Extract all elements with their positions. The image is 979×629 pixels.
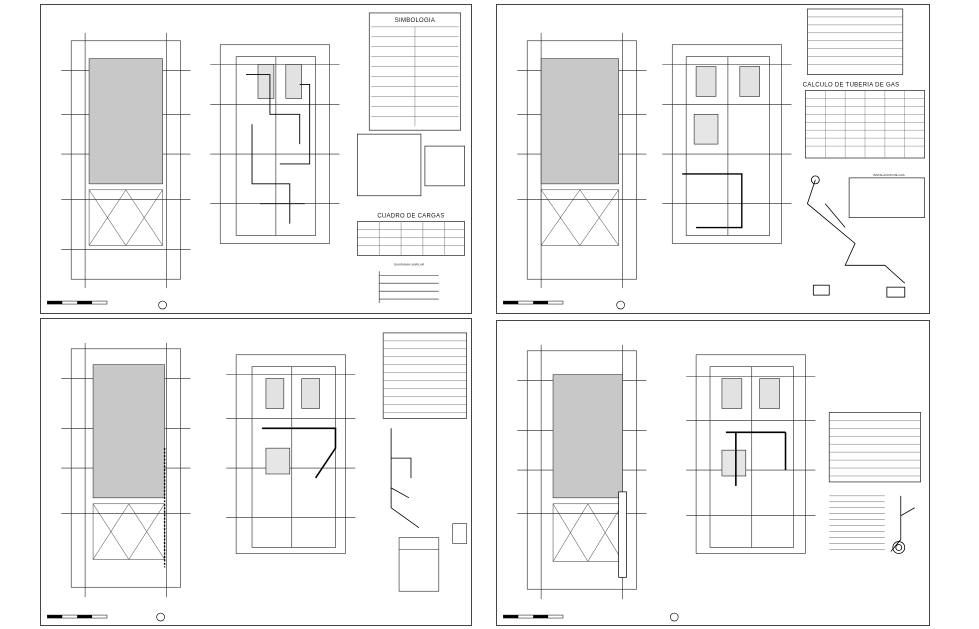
- floor-plan: [662, 44, 792, 244]
- instalacion-title: INSTALACION DE GAS: [873, 173, 905, 177]
- calculo-title: CALCULO DE TUBERIA DE GAS: [803, 82, 900, 88]
- water-pipe-run: [261, 427, 337, 479]
- hatched-lot: [540, 58, 619, 185]
- notes-box: [356, 133, 422, 197]
- sanitary-legend-box: [828, 412, 921, 483]
- site-plan: [61, 32, 191, 289]
- cuadro-de-cargas-table: [356, 221, 465, 256]
- gas-isometric: [806, 175, 906, 298]
- diagrama-unifilar-title: DIAGRAMA UNIFILAR: [394, 262, 424, 266]
- simbologia-title: SIMBOLOGIA: [395, 18, 435, 24]
- side-drain-channel: [618, 491, 627, 578]
- garden-area: [552, 503, 623, 562]
- gas-legend-box: [807, 8, 904, 75]
- instalacion-table: [848, 177, 925, 218]
- north-arrow-icon: [616, 300, 625, 310]
- hydraulic-legend-rows: [383, 340, 467, 413]
- diagrama-unifilar: [378, 271, 439, 304]
- scale-bar: [503, 300, 564, 305]
- cuadro-de-cargas-title: CUADRO DE CARGAS: [377, 214, 444, 220]
- sheet-sanitary-plan: [496, 320, 930, 626]
- gas-pipe-run: [682, 173, 743, 229]
- hatched-lot: [552, 374, 623, 499]
- garden-area: [92, 503, 165, 560]
- sheet-hydraulic-plan: [40, 318, 472, 626]
- hydraulic-isometric: [390, 428, 420, 528]
- scale-bar: [47, 300, 108, 305]
- sanitary-notes: [829, 495, 885, 550]
- electrical-drawing: SIMBOLOGIA CUADRO DE CARGAS DIAGRAMA UNI…: [47, 12, 465, 310]
- north-arrow-icon: [669, 612, 679, 622]
- hydraulic-drawing: [47, 332, 467, 622]
- floor-plan: [226, 354, 356, 554]
- sanitary-legend-rows: [829, 420, 921, 477]
- sheet-electrical-plan: SIMBOLOGIA CUADRO DE CARGAS DIAGRAMA UNI…: [40, 4, 472, 314]
- cuadro-grid: [357, 221, 465, 256]
- hatched-lot: [92, 364, 165, 499]
- scale-bar: [47, 614, 108, 619]
- garden-area: [88, 189, 163, 246]
- contacts-box: [424, 145, 465, 187]
- gas-legend-rows: [807, 16, 903, 65]
- floor-plan: [686, 354, 816, 554]
- floor-plan: [210, 44, 340, 244]
- sanitary-drawing: [503, 344, 921, 622]
- electrical-circuits: [246, 74, 311, 224]
- north-arrow-icon: [156, 612, 165, 622]
- cistern-detail: [398, 523, 467, 592]
- gas-drawing: CALCULO DE TUBERIA DE GAS INSTALACION DE…: [503, 8, 925, 310]
- calculo-grid: [805, 90, 925, 159]
- scale-bar: [503, 614, 564, 619]
- north-arrow-icon: [158, 300, 167, 310]
- simbologia-rows: [371, 26, 459, 127]
- sanitary-pipe-run: [725, 431, 787, 486]
- garden-area: [540, 189, 619, 246]
- hydraulic-legend-box: [382, 332, 467, 419]
- sheet-gas-plan: CALCULO DE TUBERIA DE GAS INSTALACION DE…: [496, 4, 930, 314]
- sanitary-isometric: [890, 495, 915, 554]
- hatched-lot: [88, 58, 163, 185]
